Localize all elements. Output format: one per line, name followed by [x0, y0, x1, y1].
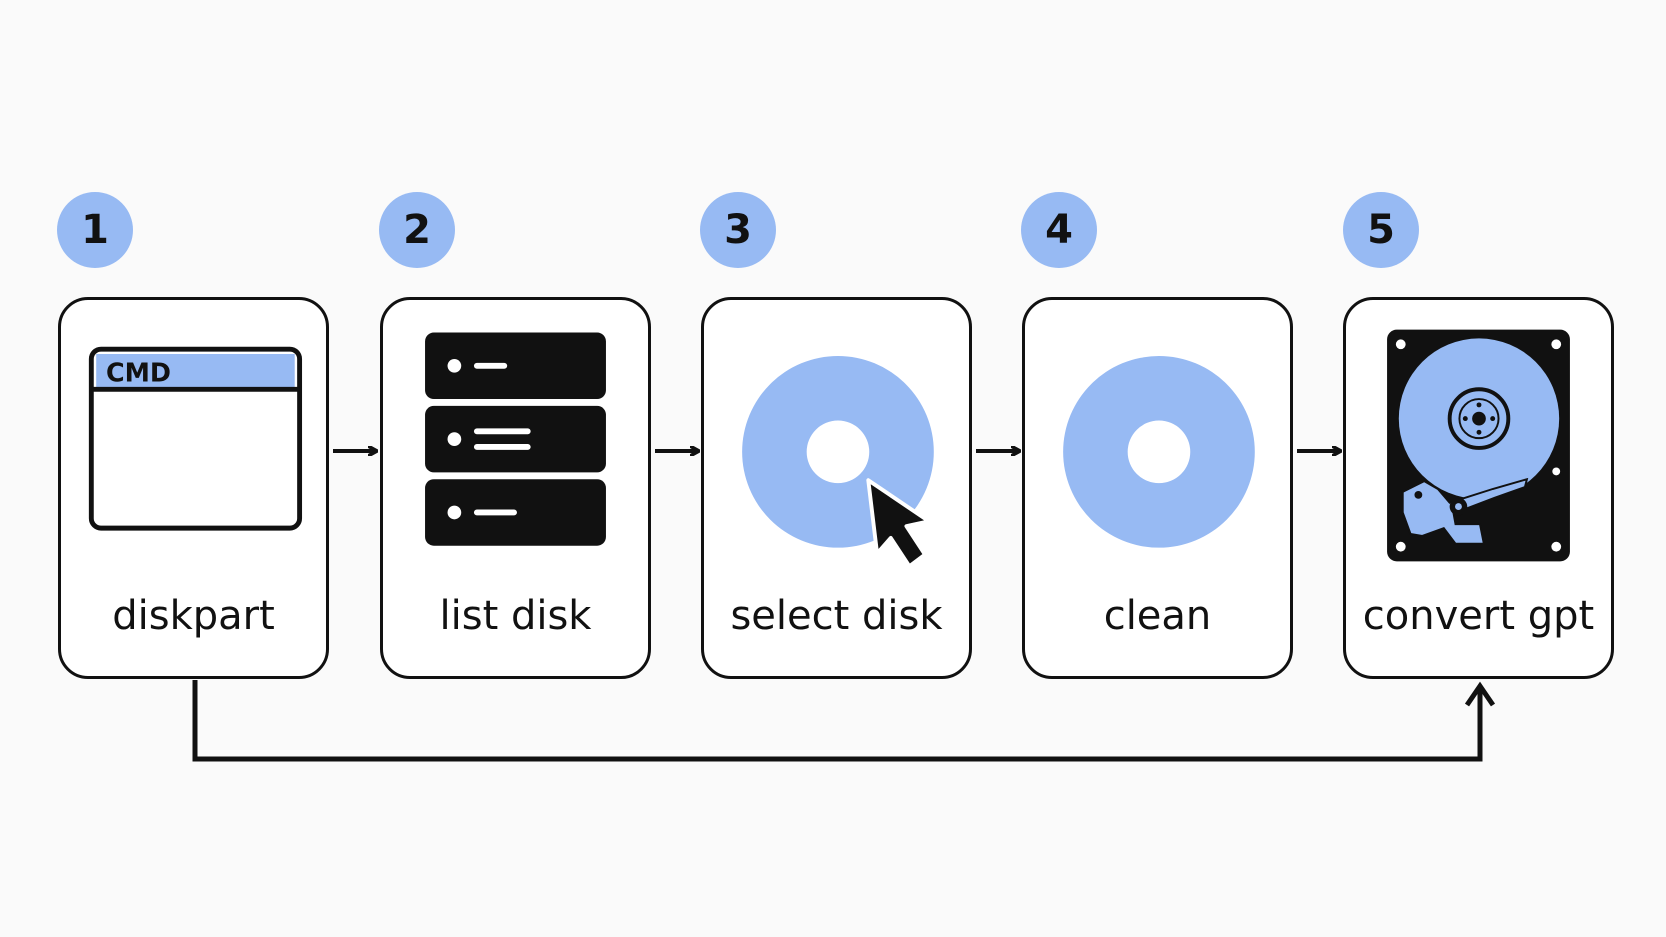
step-4-badge: 4 [1021, 192, 1097, 268]
step-4-label: clean [1103, 593, 1212, 639]
step-4-card: clean [1022, 297, 1293, 679]
step-2-label: list disk [439, 593, 592, 639]
step-5-card: convert gpt [1343, 297, 1614, 679]
disk-select-icon [742, 356, 934, 569]
step-3-card: select disk [701, 297, 972, 679]
hard-drive-icon [1387, 329, 1570, 562]
cmd-window-icon: CMD [88, 346, 303, 531]
arrow-1-to-5-return [192, 680, 1483, 762]
step-2-badge: 2 [379, 192, 455, 268]
step-3-label: select disk [730, 593, 943, 639]
step-1-badge: 1 [57, 192, 133, 268]
step-5-badge: 5 [1343, 192, 1419, 268]
disk-icon [1063, 356, 1255, 548]
disk-list-icon [425, 332, 606, 546]
cursor-icon [866, 478, 931, 569]
step-1-label: diskpart [112, 593, 275, 639]
step-1-card: CMD diskpart [58, 297, 329, 679]
step-5-label: convert gpt [1362, 593, 1595, 639]
step-3-badge: 3 [700, 192, 776, 268]
cmd-window-title: CMD [106, 357, 171, 387]
step-2-card: list disk [380, 297, 651, 679]
